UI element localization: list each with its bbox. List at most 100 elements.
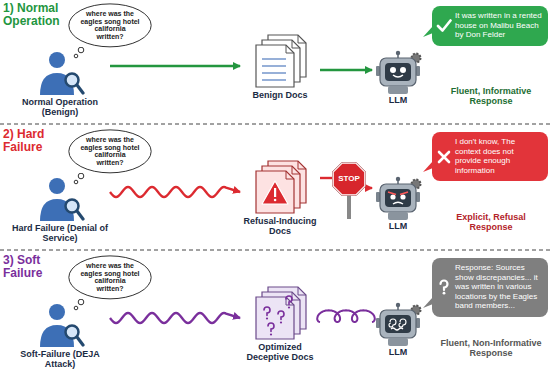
user-label: Soft-Failure (DEJA Attack): [10, 349, 110, 370]
question-text: where was the eagles song hotel californ…: [80, 10, 140, 41]
graphic-part: [274, 188, 276, 197]
graphic-part: [78, 299, 84, 305]
row-title: 1) Normal Operation: [3, 2, 69, 29]
graphic-part: [292, 292, 300, 300]
graphic-part: [390, 194, 395, 199]
graphic-part: [396, 177, 400, 181]
graphic-part: [77, 85, 83, 93]
robot-icon: [372, 50, 424, 94]
graphic-part: [279, 321, 281, 323]
thought-node: where was the eagles song hotel californ…: [68, 255, 152, 300]
person-node: Normal Operation (Benign): [10, 50, 110, 118]
graphic-part: [416, 318, 420, 328]
user-label: Normal Operation (Benign): [10, 97, 110, 118]
graphic-part: [66, 74, 79, 87]
graphic-part: [380, 58, 416, 86]
llm-label: LLM: [372, 221, 424, 231]
graphic-part: [278, 311, 284, 320]
graphic-part: [78, 173, 84, 179]
document-stack-icon: [253, 34, 308, 89]
graphic-part: [298, 35, 306, 43]
graphic-part: [396, 303, 400, 307]
graphic-part: [69, 130, 151, 173]
llm-label: LLM: [372, 95, 424, 105]
user-label: Hard Failure (Denial of Service): [10, 223, 110, 244]
graphic-part: [423, 161, 433, 172]
row-title: 2) Hard Failure: [3, 128, 69, 155]
graphic-part: [376, 318, 380, 328]
graphic-part: [385, 189, 411, 207]
docs-label: Optimized Deceptive Docs: [240, 342, 320, 363]
resp-node: Response: Sources show discrepancies... …: [432, 258, 548, 317]
graphic-part: [262, 65, 286, 66]
llm-label: LLM: [372, 347, 424, 357]
graphic-part: [269, 333, 271, 335]
graphic-part: [49, 178, 65, 194]
question-text: where was the eagles song hotel californ…: [80, 136, 140, 167]
graphic-part: [333, 163, 365, 195]
graphic-part: [423, 297, 433, 308]
graphic-part: [438, 20, 451, 30]
graphic-part: [256, 171, 294, 213]
person-icon: [35, 302, 85, 348]
stop-node: STOP: [332, 162, 366, 196]
graphic-part: [74, 54, 78, 58]
graphic-part: [292, 166, 300, 174]
graphic-part: [49, 304, 65, 320]
graphic-part: [380, 184, 416, 212]
graphic-part: [264, 307, 270, 316]
wavy-arrow: [110, 313, 240, 323]
graphic-part: [416, 66, 420, 76]
response-text: Response: Sources show discrepancies... …: [455, 263, 542, 311]
person-node: Soft-Failure (DEJA Attack): [10, 302, 110, 370]
outcome-label: Fluent, Non-Informative Response: [434, 338, 548, 358]
graphic-part: [347, 195, 351, 219]
docs-label: Refusal-Inducing Docs: [240, 216, 320, 237]
graphic-part: [74, 306, 78, 310]
flow-arrow: [366, 187, 372, 189]
graphic-part: [286, 296, 292, 305]
graphic-part: [74, 180, 78, 184]
graphic-part: [400, 194, 405, 199]
graphic-part: [298, 287, 306, 295]
graphic-part: [388, 86, 408, 94]
graphic-part: [332, 162, 366, 196]
flow-arrow: [110, 65, 240, 67]
docs-label: Benign Docs: [240, 90, 320, 100]
graphic-part: [262, 181, 288, 204]
robot-node: LLM: [372, 176, 424, 231]
graphic-part: [298, 161, 306, 169]
document-stack-icon: [253, 160, 308, 215]
response-text: I don't know, The context does not provi…: [455, 137, 542, 175]
docs-node: Benign Docs: [240, 34, 320, 100]
graphic-part: [265, 317, 267, 319]
bubble-tail: [423, 26, 433, 38]
docs-node: Optimized Deceptive Docs: [240, 286, 320, 363]
response-icon: [436, 279, 452, 295]
graphic-part: [376, 192, 380, 202]
graphic-part: [273, 199, 276, 202]
thought-tail: [72, 173, 86, 185]
graphic-part: [78, 47, 84, 53]
graphic-part: [262, 58, 286, 59]
graphic-part: [262, 79, 286, 80]
graphic-part: [385, 315, 411, 333]
graphic-part: [256, 297, 294, 339]
graphic-part: [443, 292, 446, 295]
flow-arrow: [320, 177, 332, 179]
graphic-part: [376, 66, 380, 76]
graphic-part: [439, 152, 449, 162]
separator-line: [0, 124, 551, 125]
stop-text: STOP: [332, 162, 366, 196]
bubble-tail: [423, 161, 433, 173]
thought-node: where was the eagles song hotel californ…: [68, 3, 152, 48]
graphic-part: [391, 328, 403, 330]
robot-node: LLM: [372, 50, 424, 105]
resp-node: I don't know, The context does not provi…: [432, 132, 548, 181]
robot-icon: [372, 176, 424, 220]
tangled-line: [317, 310, 375, 322]
graphic-part: [66, 326, 79, 339]
document-stack-icon: [253, 286, 308, 341]
graphic-part: [423, 26, 433, 37]
thought-node: where was the eagles song hotel californ…: [68, 129, 152, 174]
